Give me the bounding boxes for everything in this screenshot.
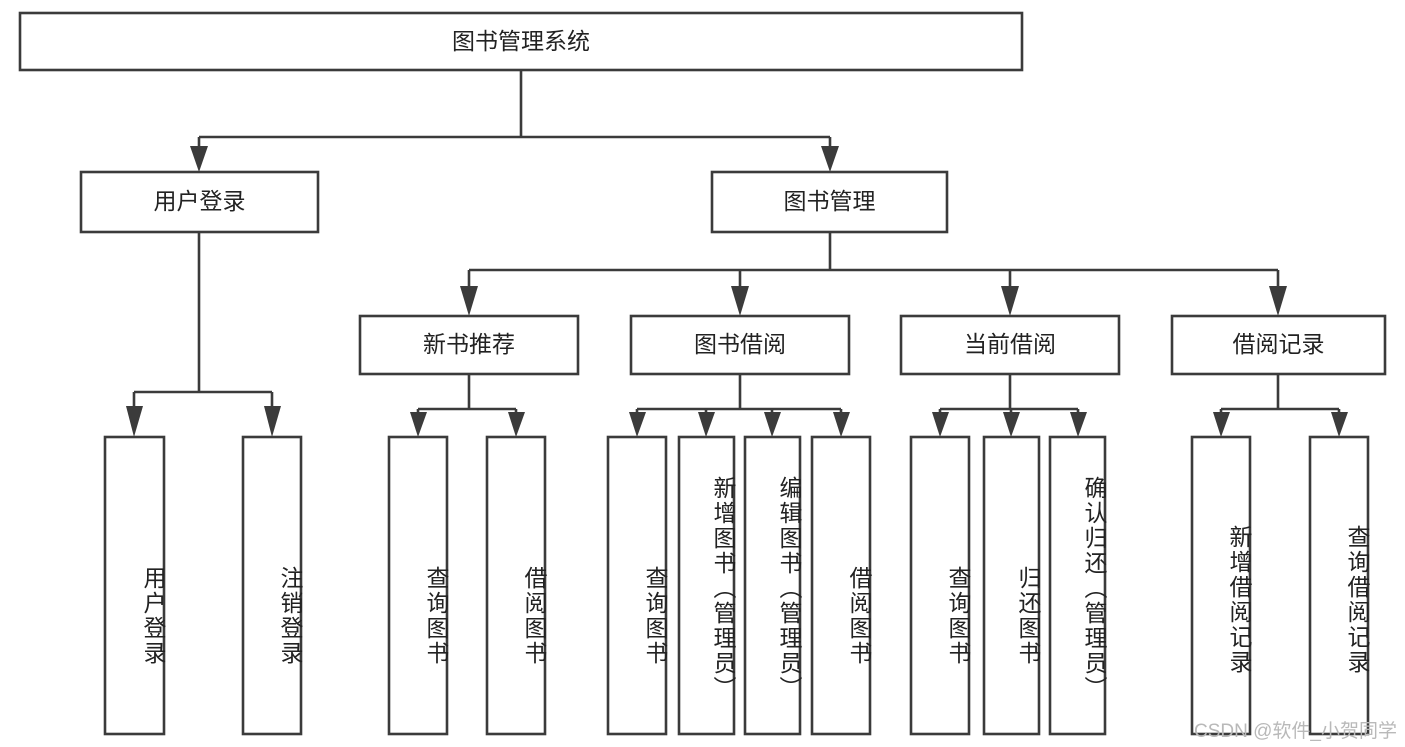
node-leaf-user-logout-box[interactable] xyxy=(241,435,303,736)
arrow-head-leaf-borrow-book-2 xyxy=(833,412,850,437)
arrow-head-leaf-return-book xyxy=(1003,412,1020,437)
node-leaf-return-book-box[interactable] xyxy=(982,435,1041,736)
node-current-borrow[interactable]: 当前借阅 xyxy=(899,314,1121,376)
node-book-borrow-label: 图书借阅 xyxy=(694,331,786,357)
node-leaf-query-record-box[interactable] xyxy=(1308,435,1370,736)
arrow-head-leaf-query-book-1 xyxy=(410,412,427,437)
node-book-manage-box[interactable] xyxy=(710,170,949,234)
arrow-head-user-login xyxy=(190,146,208,172)
arrow-head-new-book-rec xyxy=(460,286,478,316)
node-root-box[interactable] xyxy=(18,11,1024,72)
node-current-borrow-label: 当前借阅 xyxy=(964,331,1056,357)
arrow-head-leaf-borrow-book-1 xyxy=(508,412,525,437)
arrow-head-leaf-confirm-return xyxy=(1070,412,1087,437)
node-borrow-record[interactable]: 借阅记录 xyxy=(1170,314,1387,376)
node-leaf-confirm-return-box[interactable] xyxy=(1048,435,1107,736)
node-new-book-rec[interactable]: 新书推荐 xyxy=(358,314,580,376)
arrow-head-leaf-edit-book xyxy=(764,412,781,437)
node-leaf-borrow-book-1-box[interactable] xyxy=(485,435,547,736)
connectors xyxy=(126,70,1348,437)
arrow-head-current-borrow xyxy=(1001,286,1019,316)
node-new-book-rec-box[interactable] xyxy=(358,314,580,376)
node-leaf-borrow-book-2-box[interactable] xyxy=(810,435,872,736)
node-leaf-add-record-box[interactable] xyxy=(1190,435,1252,736)
arrow-head-book-manage xyxy=(821,146,839,172)
node-user-login-label: 用户登录 xyxy=(154,188,246,214)
node-leaf-query-book-2-box[interactable] xyxy=(606,435,668,736)
node-leaf-edit-book-box[interactable] xyxy=(743,435,802,736)
node-root[interactable]: 图书管理系统 xyxy=(18,11,1024,72)
arrow-head-leaf-add-book xyxy=(698,412,715,437)
node-leaf-user-login-box[interactable] xyxy=(103,435,166,736)
arrow-head-borrow-record xyxy=(1269,286,1287,316)
node-borrow-record-label: 借阅记录 xyxy=(1233,331,1325,357)
node-leaf-add-book-box[interactable] xyxy=(677,435,736,736)
node-user-login-box[interactable] xyxy=(79,170,320,234)
node-root-label: 图书管理系统 xyxy=(452,28,590,54)
node-book-manage[interactable]: 图书管理 xyxy=(710,170,949,234)
leaf-boxes xyxy=(103,435,1370,736)
csdn-watermark: CSDN @软件_小贺同学 xyxy=(1194,721,1397,742)
node-current-borrow-box[interactable] xyxy=(899,314,1121,376)
node-new-book-rec-label: 新书推荐 xyxy=(423,331,515,357)
node-borrow-record-box[interactable] xyxy=(1170,314,1387,376)
node-user-login[interactable]: 用户登录 xyxy=(79,170,320,234)
node-book-borrow[interactable]: 图书借阅 xyxy=(629,314,851,376)
arrow-head-leaf-query-book-3 xyxy=(932,412,949,437)
node-book-borrow-box[interactable] xyxy=(629,314,851,376)
arrow-head-leaf-query-book-2 xyxy=(629,412,646,437)
node-book-manage-label: 图书管理 xyxy=(784,188,876,214)
node-leaf-query-book-3-box[interactable] xyxy=(909,435,971,736)
arrow-head-leaf-add-record xyxy=(1213,412,1230,437)
arrow-head-leaf-query-record xyxy=(1331,412,1348,437)
arrow-head-leaf-user-logout xyxy=(264,406,281,437)
node-leaf-query-book-1-box[interactable] xyxy=(387,435,449,736)
arrow-head-book-borrow xyxy=(731,286,749,316)
arrow-head-leaf-user-login xyxy=(126,406,143,437)
